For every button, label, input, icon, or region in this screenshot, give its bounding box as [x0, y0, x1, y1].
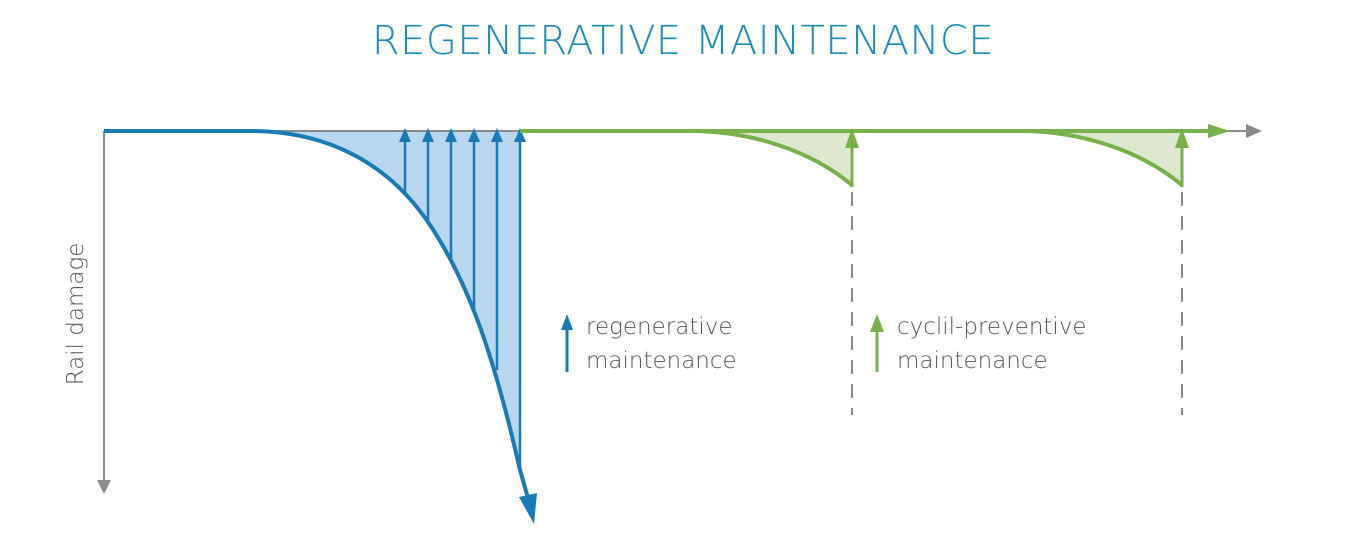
legend-regenerative-line2: maintenance: [586, 348, 737, 374]
legend-preventive-line2: maintenance: [897, 348, 1048, 374]
y-axis-arrowhead: [97, 480, 111, 494]
x-axis-arrowhead: [1246, 124, 1262, 138]
legend-preventive: cyclil-preventive maintenance: [870, 314, 1087, 374]
preventive-damage-curve-1: [689, 129, 854, 187]
preventive-arrowhead-1: [845, 128, 859, 148]
regenerative-arrowhead: [491, 128, 503, 142]
regenerative-arrowhead: [445, 128, 457, 142]
regenerative-arrowhead: [422, 128, 434, 142]
preventive-arrowhead-2: [1175, 128, 1189, 148]
regenerative-arrowhead: [514, 128, 526, 142]
legend-regenerative: regenerative maintenance: [561, 314, 737, 374]
regenerative-arrowhead: [468, 128, 480, 142]
regenerative-arrows: [399, 128, 526, 470]
regenerative-curve-arrowhead: [519, 493, 537, 524]
regenerative-damage-curve: [249, 129, 532, 506]
preventive-baseline-arrowhead: [1208, 124, 1230, 138]
preventive-damage-area-1: [690, 131, 852, 185]
diagram-title: REGENERATIVE MAINTENANCE: [372, 18, 994, 64]
legend-preventive-line1: cyclil-preventive: [897, 314, 1087, 340]
legend-regenerative-arrowhead: [561, 314, 573, 330]
regenerative-arrowhead: [399, 128, 411, 142]
y-axis-label: Rail damage: [63, 243, 89, 386]
preventive-damage-area-2: [1020, 131, 1182, 185]
legend-preventive-arrowhead: [870, 314, 884, 332]
preventive-damage-curve-2: [1019, 129, 1184, 187]
legend-regenerative-line1: regenerative: [586, 314, 733, 340]
regenerative-damage-area: [250, 131, 520, 470]
